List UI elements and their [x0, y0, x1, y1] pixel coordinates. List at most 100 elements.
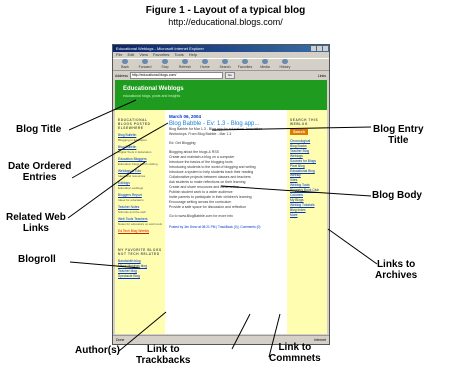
related-link[interactable]: Teacher Notes — [118, 205, 140, 209]
entry-footer[interactable]: Posted by Jim Drew at 08:21 PM | TrackBa… — [169, 225, 261, 229]
archive-link[interactable]: Pixel Blog — [290, 164, 305, 168]
search-heading: SEARCH THIS WEBLOG — [290, 118, 319, 126]
blogroll-link[interactable]: Bandwidth blog — [118, 259, 141, 263]
forward-button[interactable]: Forward — [137, 59, 153, 70]
blog-title[interactable]: Educational Weblogs — [123, 86, 184, 92]
archive-link[interactable]: Sources for Blogs — [290, 159, 317, 163]
archive-link[interactable]: Weblog Tutorials — [290, 203, 315, 207]
archive-link[interactable]: More — [290, 213, 298, 217]
body-line: Collaborative projects between classes a… — [169, 175, 251, 179]
search-button[interactable]: Search — [217, 59, 233, 70]
related-link-desc: Schools and the web — [118, 210, 146, 214]
callout-related-links: Related Web Links — [6, 212, 66, 234]
maximize-icon[interactable] — [317, 46, 322, 51]
menu-help[interactable]: Help — [188, 52, 197, 57]
close-icon[interactable] — [323, 46, 328, 51]
figure-title: Figure 1 - Layout of a typical blog — [145, 5, 306, 16]
related-links-heading: EDUCATIONAL BLOGS POSTED ELSEWHERE — [118, 118, 151, 130]
menu-file[interactable]: File — [116, 52, 123, 57]
home-icon — [202, 59, 208, 64]
blogroll-link[interactable]: Teacher blog — [118, 269, 137, 273]
body-line: Introduce a system to help students trac… — [169, 170, 254, 174]
left-sidebar: EDUCATIONAL BLOGS POSTED ELSEWHERE Blog … — [115, 110, 165, 334]
related-link[interactable]: Education Bloggers — [118, 157, 147, 161]
blogroll-link[interactable]: Mirror Musings blog — [118, 264, 147, 268]
stop-button[interactable]: Stop — [157, 59, 173, 70]
related-link[interactable]: Blog Bulletin — [118, 133, 137, 137]
body-line: Create and maintain a blog on a computer — [169, 155, 235, 159]
related-link[interactable]: Blog Bulletin — [118, 145, 137, 149]
refresh-icon — [182, 59, 188, 64]
favorites-icon — [242, 59, 248, 64]
go-button[interactable]: Go — [224, 72, 235, 79]
related-link-desc: Notes for educators on web tools — [118, 222, 162, 226]
window-title: Educational Weblogs - Microsoft Internet… — [116, 46, 204, 51]
menu-view[interactable]: View — [139, 52, 148, 57]
related-link[interactable]: Web Tools Teachers — [118, 217, 148, 221]
menu-favorites[interactable]: Favorites — [152, 52, 170, 57]
related-link[interactable]: Edblogs — [118, 181, 130, 185]
address-label: Address — [115, 73, 128, 78]
forward-icon — [142, 59, 148, 64]
archive-link[interactable]: Teacher Blog — [290, 149, 310, 153]
media-button[interactable]: Media — [257, 59, 273, 70]
callout-blog-body: Blog Body — [372, 190, 422, 201]
status-zone: Internet — [314, 338, 326, 342]
archive-link[interactable]: Bloggers Book Club — [290, 188, 320, 192]
related-link-desc: Ideas and resources — [118, 174, 146, 178]
body-line: Provide a safe space for discussion and … — [169, 205, 247, 209]
back-button[interactable]: Back — [117, 59, 133, 70]
callout-blogroll: Blogroll — [18, 254, 56, 265]
refresh-button[interactable]: Refresh — [177, 59, 193, 70]
leader-archives — [327, 228, 378, 265]
archive-link[interactable]: Educational Blog Weekly — [290, 169, 315, 177]
body-line: Introduce the basics of the blogging too… — [169, 160, 233, 164]
archive-link[interactable]: Blog Index — [290, 208, 306, 212]
archive-link[interactable]: Weblog Tools — [290, 183, 310, 187]
window-titlebar: Educational Weblogs - Microsoft Internet… — [113, 45, 329, 52]
figure-url: http://educational.blogs.com/ — [168, 17, 283, 27]
body-line: Workshops. From Blog Babble - Mar 1.3 — [169, 132, 232, 136]
blog-page: Educational Weblogs educational blogs, p… — [115, 80, 327, 334]
archive-link[interactable]: Blog Books — [290, 144, 307, 148]
minimize-icon[interactable] — [311, 46, 316, 51]
archive-link[interactable]: Chronological — [290, 139, 311, 143]
menu-tools[interactable]: Tools — [174, 52, 184, 57]
related-link[interactable]: Weblogs in Edu — [118, 169, 142, 173]
related-link[interactable]: Bloggers Report — [118, 193, 142, 197]
body-line: Create and share resources and ideas onl… — [169, 185, 239, 189]
home-button[interactable]: Home — [197, 59, 213, 70]
entry-title[interactable]: Blog Babble - Ev: 1.3 - Blog app... — [169, 121, 260, 127]
search-icon — [222, 59, 228, 64]
callout-archives: Links to Archives — [375, 259, 418, 281]
address-input[interactable]: http://educational.blogs.com/ — [129, 72, 223, 79]
archive-link[interactable]: Weblogs — [290, 154, 303, 158]
favorites-button[interactable]: Favorites — [237, 59, 253, 70]
blogroll-link[interactable]: Spectacle Blog — [118, 274, 140, 278]
archive-link[interactable]: Columns — [290, 193, 304, 197]
stop-icon — [162, 59, 168, 64]
status-text: Done — [116, 338, 125, 342]
related-link-desc: Education blogs worth visiting — [118, 162, 158, 166]
callout-entry-title: Blog Entry Title — [373, 124, 424, 146]
links-label[interactable]: Links — [317, 73, 326, 78]
highlight-link[interactable]: Ed Tech Blog Weekly — [118, 229, 150, 233]
body-line: Introducing students to the world of blo… — [169, 165, 256, 169]
archive-link[interactable]: Sites — [290, 178, 298, 182]
address-bar: Address http://educational.blogs.com/ Go… — [113, 72, 329, 79]
callout-comments: Link to Commnets — [269, 342, 321, 364]
history-button[interactable]: History — [277, 59, 293, 70]
menu-bar: File Edit View Favorites Tools Help — [113, 52, 329, 58]
callout-authors: Author(s) — [75, 345, 120, 356]
menu-edit[interactable]: Edit — [127, 52, 135, 57]
related-link-desc: Education weblogs — [118, 186, 144, 190]
window-controls — [311, 46, 328, 51]
archive-link[interactable]: My Blogs — [290, 198, 304, 202]
blog-banner: Educational Weblogs educational blogs, p… — [115, 80, 327, 110]
search-badge[interactable]: Search — [290, 129, 308, 135]
entry-date: March 06, 2004 — [169, 114, 202, 119]
blogroll-heading: MY FAVORITE BLOGS NOT TECH RELATED — [118, 248, 162, 256]
